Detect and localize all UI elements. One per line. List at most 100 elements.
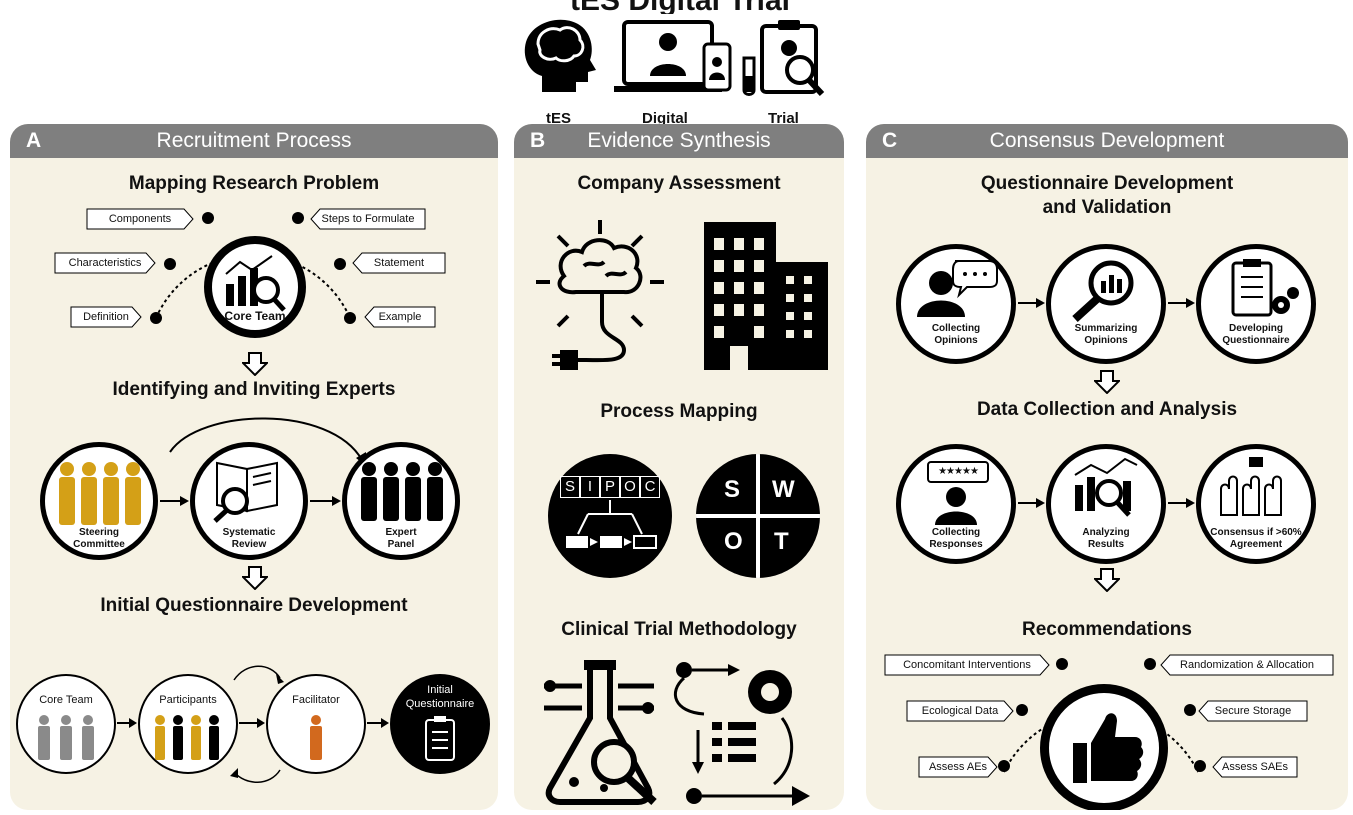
section-process-mapping: Process Mapping xyxy=(600,401,758,422)
tag-ecological-data: Ecological Data xyxy=(906,700,1014,722)
clipboard-gear-icon xyxy=(1231,259,1299,317)
arc-dot xyxy=(1184,704,1196,716)
steering-committee-circle: Steering Committee xyxy=(40,442,158,560)
thumbs-up-icon xyxy=(1073,713,1144,783)
sipoc-s: S xyxy=(560,476,580,498)
tag-concomitant-label: Concomitant Interventions xyxy=(903,659,1031,671)
black-people-icon xyxy=(361,462,443,521)
tes-label: tES xyxy=(546,110,572,127)
arrow-right-icon xyxy=(310,496,341,506)
tag-assess-aes-label: Assess AEs xyxy=(928,761,988,773)
arrow-right-icon xyxy=(1018,498,1045,508)
top-icon-row: tES Digital Trial xyxy=(520,14,840,127)
arc-dot xyxy=(150,312,162,324)
sipoc-i: I xyxy=(580,476,600,498)
tag-example-label: Example xyxy=(378,311,422,323)
collecting-opinions-circle: Collecting Opinions xyxy=(896,244,1016,364)
initial-q-label-2: Questionnaire xyxy=(405,698,475,710)
panel-recruitment-process: A Recruitment Process Mapping Research P… xyxy=(10,124,498,810)
panel-b-header: B Evidence Synthesis xyxy=(514,124,844,158)
grey-people-icon xyxy=(38,715,94,760)
tag-characteristics-label: Characteristics xyxy=(68,257,142,269)
arc-dot xyxy=(1194,760,1206,772)
facilitator-circle: Facilitator xyxy=(266,674,366,774)
person-speech-icon xyxy=(917,260,998,317)
arc-dot xyxy=(202,212,214,224)
arrow-right-icon xyxy=(1168,298,1195,308)
tag-components: Components xyxy=(86,208,194,230)
arrow-right-icon xyxy=(239,718,265,728)
section-questionnaire-development-validation: Questionnaire Development and Validation xyxy=(980,173,1234,218)
tag-characteristics: Characteristics xyxy=(54,252,156,274)
tag-example: Example xyxy=(364,306,436,328)
gold-people-icon xyxy=(59,462,141,525)
flask-magnifier-icon xyxy=(544,660,657,805)
initial-questionnaire-circle: Initial Questionnaire xyxy=(390,674,490,774)
panel-consensus-development: C Consensus Development Questionnaire De… xyxy=(866,124,1348,810)
brain-plug-icon xyxy=(536,220,664,370)
panel-c-header: C Consensus Development xyxy=(866,124,1348,158)
tag-steps-to-formulate: Steps to Formulate xyxy=(310,208,426,230)
systematic-label-1: Systematic xyxy=(222,527,276,538)
analyzing-results-circle: Analyzing Results xyxy=(1046,444,1166,564)
summarizing-opinions-1: Summarizing xyxy=(1074,323,1138,334)
section-initial-questionnaire-development: Initial Questionnaire Development xyxy=(100,595,408,616)
arrow-down-icon xyxy=(242,352,268,376)
consensus-2: Agreement xyxy=(1229,539,1283,550)
developing-questionnaire-circle: Developing Questionnaire xyxy=(1196,244,1316,364)
arrow-right-icon xyxy=(367,718,389,728)
chart-magnifier-icon xyxy=(225,255,286,312)
top-icons-svg xyxy=(524,19,825,97)
section-data-collection-analysis: Data Collection and Analysis xyxy=(976,399,1238,420)
rating-stars: ★★★★★ xyxy=(927,461,989,483)
tag-steps-label: Steps to Formulate xyxy=(321,213,415,225)
consensus-agreement-circle: Consensus if >60% Agreement xyxy=(1196,444,1316,564)
core-team-label: Core Team xyxy=(224,309,286,323)
collecting-opinions-1: Collecting xyxy=(931,323,981,334)
core-team-small-label: Core Team xyxy=(39,694,93,706)
arc-dot xyxy=(1056,658,1068,670)
arrow-right-icon xyxy=(1018,298,1045,308)
tag-secure-storage-label: Secure Storage xyxy=(1214,705,1292,717)
digital-label: Digital xyxy=(642,110,688,127)
chart-magnifier-icon xyxy=(1074,457,1138,517)
facilitator-label: Facilitator xyxy=(292,694,340,706)
sipoc-circle: S I P O C xyxy=(548,454,672,578)
arc-dot xyxy=(344,312,356,324)
tag-components-label: Components xyxy=(108,213,172,225)
collecting-responses-1: Collecting xyxy=(931,527,981,538)
arrow-down-icon xyxy=(242,566,268,590)
magnifier-chart-icon xyxy=(1072,260,1134,322)
arc-dot xyxy=(334,258,346,270)
person-rating-icon xyxy=(935,487,977,525)
expert-label-2: Panel xyxy=(387,539,415,550)
sipoc-o: O xyxy=(620,476,640,498)
arrow-right-icon xyxy=(117,718,137,728)
sipoc-c: C xyxy=(640,476,660,498)
developing-questionnaire-2: Questionnaire xyxy=(1222,335,1290,346)
clipboard-icon xyxy=(425,716,455,761)
swot-s: S xyxy=(724,476,741,503)
tag-randomization-label: Randomization & Allocation xyxy=(1180,659,1314,671)
feedback-loop xyxy=(230,665,284,783)
arc-dot xyxy=(998,760,1010,772)
tag-concomitant-interventions: Concomitant Interventions xyxy=(884,654,1050,676)
swot-t: T xyxy=(774,528,789,555)
steering-label-2: Committee xyxy=(73,539,125,550)
core-team-small-circle: Core Team xyxy=(16,674,116,774)
tag-assess-saes-label: Assess SAEs xyxy=(1221,761,1289,773)
arc-dot xyxy=(1016,704,1028,716)
section-company-assessment: Company Assessment xyxy=(577,173,781,194)
expert-panel-circle: Expert Panel xyxy=(342,442,460,560)
clinical-trial-icons xyxy=(544,660,810,806)
tag-statement: Statement xyxy=(352,252,446,274)
swot-w: W xyxy=(772,476,795,503)
mixed-people-icon xyxy=(155,715,219,760)
orange-person-icon xyxy=(310,715,322,760)
head-brain-icon xyxy=(524,19,596,93)
panel-b-title: Evidence Synthesis xyxy=(587,129,771,152)
summarizing-opinions-circle: Summarizing Opinions xyxy=(1046,244,1166,364)
panel-a-header: A Recruitment Process xyxy=(10,124,498,158)
tag-assess-aes: Assess AEs xyxy=(918,756,998,778)
sipoc-p: P xyxy=(600,476,620,498)
